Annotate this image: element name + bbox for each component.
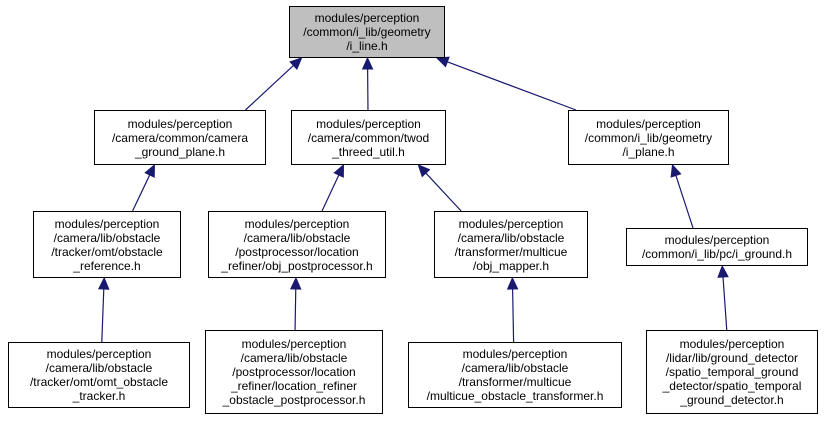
edge-line (675, 175, 694, 229)
node-label-line: _obstacle_postprocessor.h (222, 393, 366, 407)
arrowhead-icon (144, 163, 155, 178)
node-label-line: modules/perception (664, 233, 770, 247)
node-label-line: /common/i_lib/geometry (584, 130, 713, 145)
node-label-line: _tracker.h (72, 389, 126, 403)
node-spatio-temporal-ground-detector[interactable]: modules/perception /lidar/lib/ground_det… (646, 330, 818, 414)
arrowhead-icon (670, 163, 682, 178)
edge-line (294, 288, 297, 331)
node-label-line: /transformer/multicue (458, 375, 572, 389)
arrowhead-icon (435, 56, 450, 68)
edge-line (321, 174, 340, 212)
node-label-line: /obj_mapper.h (472, 258, 550, 273)
node-omt-obstacle-reference[interactable]: modules/perception /camera/lib/obstacle … (33, 211, 181, 278)
arrowhead-icon (289, 57, 303, 71)
node-label-line: _ground_detector.h (680, 393, 784, 407)
node-multicue-obstacle-transformer[interactable]: modules/perception /camera/lib/obstacle … (408, 342, 622, 408)
node-label-line: /spatio_temporal_ground (665, 365, 799, 379)
node-label-line: modules/perception (679, 337, 785, 351)
node-i-plane[interactable]: modules/perception /common/i_lib/geometr… (568, 110, 729, 165)
node-label-line: modules/perception (127, 116, 233, 131)
edge-line (132, 174, 151, 212)
node-label-line: _detector/spatio_temporal (662, 379, 802, 393)
node-label-line: modules/perception (314, 11, 420, 25)
node-label-line: /camera/common/twod (307, 130, 430, 145)
edge-obj_postprocessor-to-twod_threed_util (321, 163, 344, 212)
node-label-line: /tracker/omt/omt_obstacle (29, 375, 169, 389)
node-label-line: /postprocessor/location (235, 244, 359, 259)
node-label-line: /transformer/multicue (454, 244, 568, 259)
node-label-line: modules/perception (316, 116, 421, 131)
node-label-line: /lidar/lib/ground_detector (665, 351, 799, 365)
node-label-line: /camera/lib/obstacle (240, 351, 348, 365)
node-label-line: modules/perception (462, 347, 568, 361)
node-label-line: /camera/lib/obstacle (243, 230, 351, 245)
edge-line (512, 288, 515, 343)
node-label-line: /camera/lib/obstacle (457, 230, 565, 245)
arrowhead-icon (289, 276, 302, 290)
edge-camera_ground_plane-to-i_line (245, 57, 303, 111)
node-twod-threed-util[interactable]: modules/perception /camera/common/twod _… (291, 110, 446, 165)
arrowhead-icon (417, 164, 431, 178)
node-label-line: _ground_plane.h (134, 144, 226, 159)
edge-i_plane-to-i_line (435, 56, 577, 111)
edge-multicue_obstacle_transformer-to-obj_mapper (506, 276, 519, 343)
arrowhead-icon (361, 56, 374, 70)
node-label-line: /postprocessor/location (232, 365, 356, 379)
node-label-line: modules/perception (54, 216, 160, 231)
node-label-line: /i_plane.h (622, 144, 675, 159)
arrowhead-icon (717, 264, 729, 278)
node-label-line: modules/perception (596, 116, 701, 131)
node-i-ground[interactable]: modules/perception /common/i_lib/pc/i_gr… (626, 228, 808, 266)
node-label-line: /common/i_lib/pc/i_ground.h (641, 247, 793, 261)
node-label-line: _threed_util.h (332, 144, 405, 159)
node-label-line: /i_line.h (346, 39, 388, 53)
node-label-line: /camera/lib/obstacle (461, 361, 569, 375)
node-location-refiner-obstacle-postprocessor[interactable]: modules/perception /camera/lib/obstacle … (205, 330, 383, 414)
node-label-line: /multicue_obstacle_transformer.h (426, 389, 604, 403)
node-label-line: /camera/lib/obstacle (45, 361, 153, 375)
node-label-line: /camera/lib/obstacle (53, 230, 161, 245)
edge-line (245, 65, 294, 111)
edge-omt_obstacle_tracker-to-omt_obstacle_reference (97, 276, 110, 343)
edge-spatio_temporal_ground_detector-to-i_ground (717, 264, 729, 331)
node-obj-postprocessor[interactable]: modules/perception /camera/lib/obstacle … (208, 211, 386, 278)
node-label-line: _refiner/obj_postprocessor.h (221, 258, 373, 273)
node-camera-ground-plane[interactable]: modules/perception /camera/common/camera… (94, 110, 266, 165)
node-label-line: _refiner/location_refiner (230, 379, 358, 393)
node-label-line: /tracker/omt/obstacle (51, 244, 163, 259)
arrowhead-icon (506, 276, 519, 290)
node-label-line: modules/perception (244, 216, 350, 231)
node-label-line: modules/perception (46, 347, 152, 361)
arrowhead-icon (97, 276, 110, 290)
edge-line (722, 276, 728, 331)
edge-line (101, 288, 105, 343)
node-label-line: modules/perception (458, 216, 564, 231)
edge-twod_threed_util-to-i_line (361, 56, 374, 111)
edge-line (425, 172, 462, 212)
node-i-line[interactable]: modules/perception /common/i_lib/geometr… (289, 6, 445, 58)
edge-line (447, 61, 577, 111)
edge-i_ground-to-i_plane (670, 163, 694, 229)
node-label-line: modules/perception (241, 337, 347, 351)
node-label-line: /common/i_lib/geometry (303, 25, 431, 39)
node-obj-mapper[interactable]: modules/perception /camera/lib/obstacle … (434, 211, 588, 278)
node-label-line: /camera/common/camera (111, 130, 249, 145)
edge-obj_mapper-to-twod_threed_util (417, 164, 462, 212)
arrowhead-icon (333, 163, 344, 178)
edge-location_refiner_obstacle_postprocessor-to-obj_postprocessor (289, 276, 302, 331)
node-omt-obstacle-tracker[interactable]: modules/perception /camera/lib/obstacle … (8, 342, 190, 408)
edge-omt_obstacle_reference-to-camera_ground_plane (132, 163, 155, 212)
node-label-line: _reference.h (73, 258, 141, 273)
